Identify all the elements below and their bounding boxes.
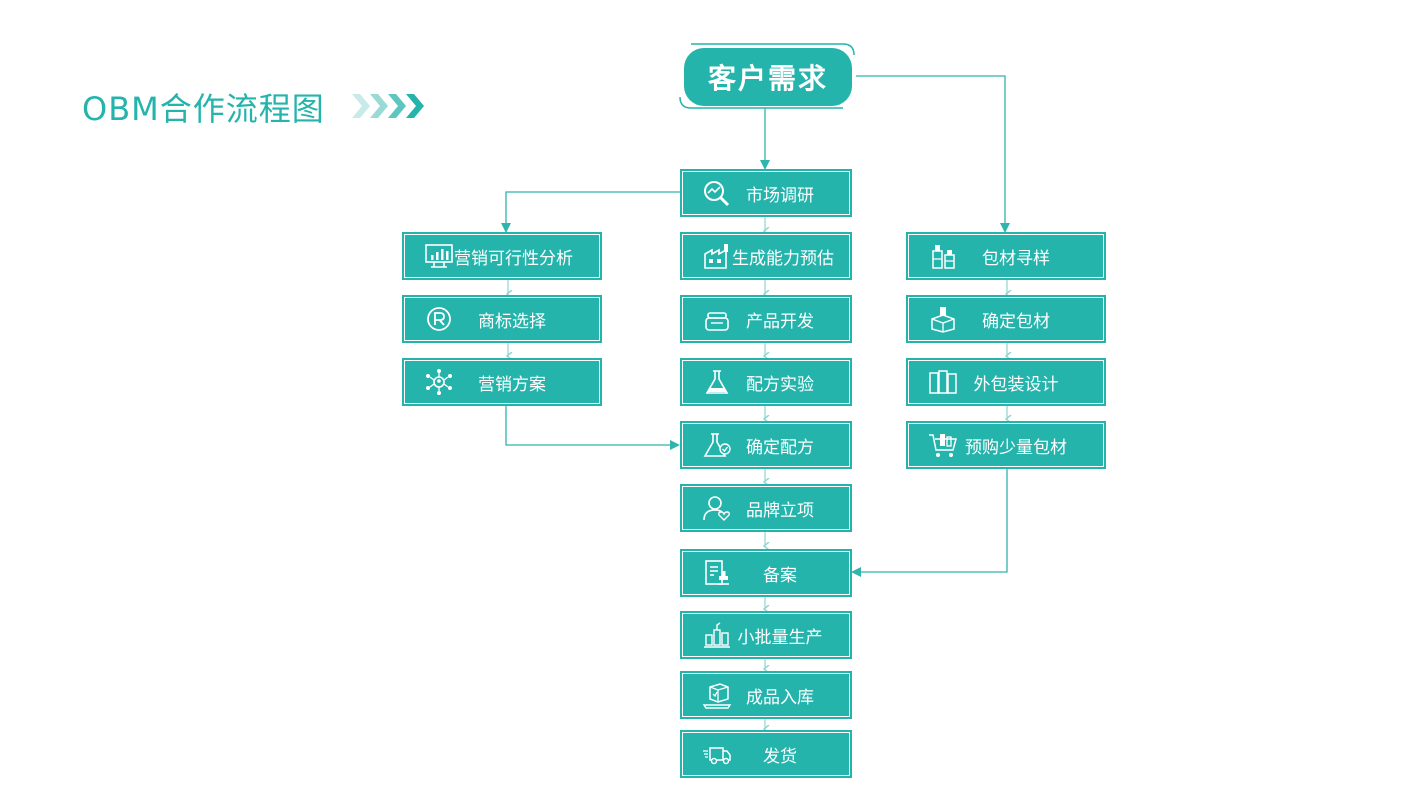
- node-small-batch-production: 小批量生产: [680, 611, 852, 659]
- network-people-icon: [424, 368, 454, 396]
- node-label: 成品入库: [746, 687, 814, 708]
- registered-mark-icon: [424, 305, 454, 333]
- node-label: 发货: [763, 746, 797, 767]
- node-market-research: 市场调研: [680, 169, 852, 217]
- node-confirm-formula: 确定配方: [680, 421, 852, 469]
- node-confirm-packaging: 确定包材: [906, 295, 1106, 343]
- node-label: 市场调研: [746, 185, 814, 206]
- node-label: 小批量生产: [737, 627, 823, 648]
- node-product-development: 产品开发: [680, 295, 852, 343]
- node-shipping: 发货: [680, 730, 852, 778]
- magnifier-chart-icon: [702, 179, 732, 207]
- flask-icon: [702, 368, 732, 396]
- node-filing: 备案: [680, 549, 852, 597]
- node-packaging-sampling: 包材寻样: [906, 232, 1106, 280]
- production-line-icon: [702, 621, 732, 649]
- node-marketing-feasibility: 营销可行性分析: [402, 232, 602, 280]
- node-outer-packaging-design: 外包装设计: [906, 358, 1106, 406]
- node-label: 商标选择: [478, 311, 546, 332]
- node-prepurchase-packaging: 预购少量包材: [906, 421, 1106, 469]
- node-brand-project: 品牌立项: [680, 484, 852, 532]
- top-node-frame: [679, 43, 855, 109]
- node-formula-experiment: 配方实验: [680, 358, 852, 406]
- node-label: 生成能力预估: [732, 248, 834, 269]
- node-capacity-estimate: 生成能力预估: [680, 232, 852, 280]
- cream-jar-icon: [702, 305, 732, 333]
- node-label: 确定包材: [982, 311, 1050, 332]
- node-label: 产品开发: [746, 311, 814, 332]
- node-label: 预购少量包材: [965, 437, 1067, 458]
- boxes-design-icon: [928, 368, 958, 396]
- node-label: 营销可行性分析: [454, 248, 573, 269]
- node-label: 营销方案: [478, 374, 546, 395]
- flask-check-icon: [702, 431, 732, 459]
- customer-demand-node: 客户需求: [684, 48, 852, 106]
- factory-icon: [702, 242, 732, 270]
- node-label: 品牌立项: [746, 500, 814, 521]
- monitor-chart-icon: [424, 242, 454, 270]
- warehouse-box-icon: [702, 681, 732, 709]
- node-warehousing: 成品入库: [680, 671, 852, 719]
- node-marketing-plan: 营销方案: [402, 358, 602, 406]
- shopping-cart-icon: [928, 431, 958, 459]
- page-title: OBM合作流程图: [82, 90, 325, 128]
- document-stamp-icon: [702, 559, 732, 587]
- bottles-icon: [928, 242, 958, 270]
- node-label: 备案: [763, 565, 797, 586]
- node-trademark-selection: 商标选择: [402, 295, 602, 343]
- node-label: 确定配方: [746, 437, 814, 458]
- delivery-truck-icon: [702, 740, 732, 768]
- node-label: 外包装设计: [973, 374, 1059, 395]
- user-heart-icon: [702, 494, 732, 522]
- node-label: 配方实验: [746, 374, 814, 395]
- package-bottles-icon: [928, 305, 958, 333]
- chevrons-decoration-icon: [352, 94, 424, 118]
- node-label: 包材寻样: [982, 248, 1050, 269]
